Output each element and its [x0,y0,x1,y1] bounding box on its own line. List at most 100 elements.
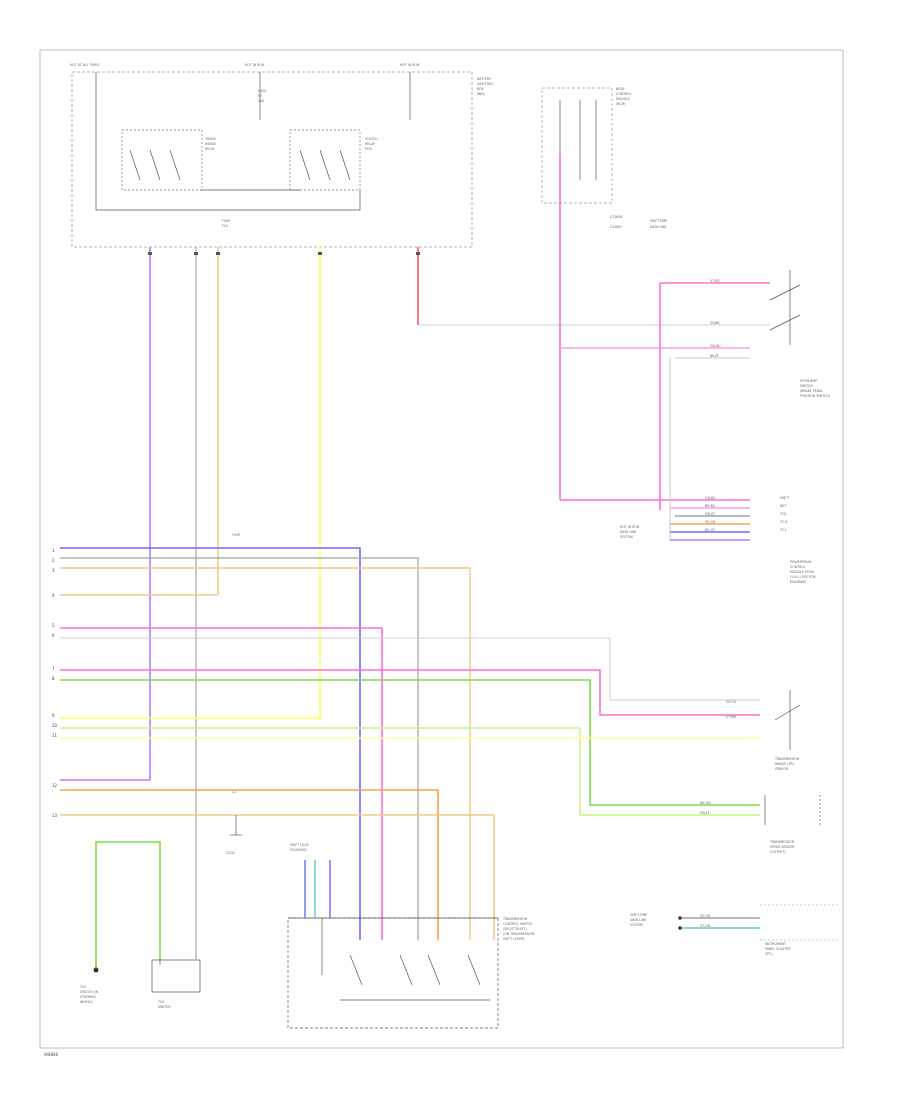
svg-text:JUNCTION: JUNCTION [476,82,493,86]
svg-text:TC L: TC L [779,528,787,532]
ipc-left-label: SHIFT-TIME DATA LINK SYSTEM [630,913,647,927]
ipc-wires [678,904,840,941]
svg-text:MODULE (PCM): MODULE (PCM) [790,570,814,574]
stoplamp-wire-labels: VT-RD GY-BN GN-BU BK-YE [710,279,721,358]
svg-text:(BCM): (BCM) [616,102,626,106]
svg-text:SYSTEM: SYSTEM [630,923,643,927]
svg-text:RELAY: RELAY [365,142,375,146]
svg-text:CONTROL SWITCH: CONTROL SWITCH [503,922,533,926]
svg-text:BATTERY: BATTERY [477,77,491,81]
svg-text:C2280B: C2280B [610,215,623,219]
svg-text:DIAGRAM): DIAGRAM) [790,580,806,584]
svg-text:C2280C: C2280C [610,225,623,229]
svg-text:GN-BU: GN-BU [710,344,721,348]
relay-2-label: CLUTCH RELAY PCM [365,137,378,151]
bcm-name: BODY CONTROL MODULE (BCM) [616,87,632,106]
svg-text:SWITCH (IN: SWITCH (IN [80,990,99,994]
trans-range-sensor [774,690,801,750]
svg-text:(BJB): (BJB) [477,92,485,96]
svg-text:SHIFT-TIME: SHIFT-TIME [630,913,647,917]
svg-text:STEERING: STEERING [80,995,97,999]
pcm-pin-labels: SHIFT NET TCIL TC H TC L [779,496,789,532]
svg-text:RELAY: RELAY [205,147,215,151]
svg-text:4: 4 [52,593,55,598]
svg-text:TRANS: TRANS [204,137,216,141]
pcm-wires [665,358,750,541]
svg-text:DATA LINK: DATA LINK [650,225,667,229]
svg-text:YE-GN: YE-GN [705,520,716,524]
svg-text:VT-RD: VT-RD [710,279,720,283]
svg-text:1: 1 [52,548,55,553]
output-shaft-wire-labels: BN-GN GN-YE [700,801,711,815]
svg-text:POWERTRAIN: POWERTRAIN [790,560,812,564]
bcm-internal [559,100,597,180]
svg-text:TC H: TC H [779,520,788,524]
output-shaft-sensor [764,795,821,825]
svg-text:TRANSMISSION: TRANSMISSION [774,757,800,761]
relay-1-label: TRANS RANGE RELAY [204,137,216,151]
selector-module [287,917,499,1029]
svg-text:SWITCH: SWITCH [800,384,813,388]
svg-text:(BRAKE PEDAL: (BRAKE PEDAL [800,389,823,393]
svg-text:GY-OG: GY-OG [726,700,737,704]
svg-text:TRANSMISSION: TRANSMISSION [502,917,528,921]
svg-text:(SELECTSHIFT): (SELECTSHIFT) [503,927,527,931]
svg-text:PCM: PCM [365,147,372,151]
svg-text:F10: F10 [222,224,228,228]
fuse-2-label: FUSE F10 [222,219,230,228]
svg-text:GN-YE: GN-YE [700,811,710,815]
svg-text:SWITCH: SWITCH [158,1005,171,1009]
ground-g200: G200 [226,815,242,855]
header-hot-in-run-1: HOT IN RUN [245,63,265,67]
ipc-wire-labels: GY-OG VT-GN [700,914,711,928]
svg-text:BU-GY: BU-GY [705,528,715,532]
svg-text:3: 3 [52,568,55,573]
svg-text:13: 13 [52,813,58,818]
svg-text:(OUTPUT): (OUTPUT) [770,850,785,854]
fuse-1-label: FUSE F5 10A [258,89,266,103]
connector-marks-top [148,252,420,255]
svg-text:11: 11 [52,733,58,738]
svg-text:TRANSMISSION: TRANSMISSION [769,840,795,844]
svg-text:TCS: TCS [157,1000,164,1004]
svg-text:INSTRUMENT: INSTRUMENT [765,942,786,946]
bcm-notes: C2280B C2280C SHIFT-TIME DATA LINK [610,215,667,229]
stoplamp-switch-name: STOPLAMP SWITCH (BRAKE PEDAL POSITION SW… [800,379,830,398]
tcs-switch-name: TCS SWITCH [157,1000,171,1009]
svg-text:GY-BN: GY-BN [710,321,720,325]
svg-text:BN-BU: BN-BU [705,504,716,508]
svg-text:GN-VT: GN-VT [705,512,715,516]
ipc-name: INSTRUMENT PANEL CLUSTER (IPC) [765,942,791,956]
svg-text:10A: 10A [258,99,265,103]
svg-text:(IPC): (IPC) [765,952,773,956]
svg-text:STOPLAMP: STOPLAMP [800,379,817,383]
svg-text:CONTROL: CONTROL [790,565,806,569]
svg-text:10: 10 [52,723,58,728]
svg-text:GY-OG: GY-OG [700,914,711,918]
header-hot-in-run-2: HOT IN RUN [400,63,420,67]
left-pin-labels: 1 2 3 4 5 6 7 8 9 10 11 12 13 [52,548,58,818]
svg-text:(ON TRANSMISSION: (ON TRANSMISSION [503,932,535,936]
bus-wires [60,547,760,940]
svg-text:SENSOR: SENSOR [775,767,789,771]
svg-text:DATA LINK: DATA LINK [630,918,647,922]
svg-text:NET: NET [780,504,786,508]
svg-text:8: 8 [52,676,55,681]
svg-text:CONTROL: CONTROL [616,92,632,96]
svg-text:FUSE: FUSE [232,533,240,537]
svg-text:SHIFT LOCK: SHIFT LOCK [290,843,309,847]
bjb-name: BATTERY JUNCTION BOX (BJB) [476,77,493,96]
svg-text:12: 12 [52,783,58,788]
footer-code: W8886 [44,1052,59,1057]
diagram-border [39,49,844,1049]
svg-text:6: 6 [52,633,55,638]
svg-text:FUSE: FUSE [258,89,266,93]
svg-text:TCS: TCS [79,985,86,989]
mid-labels: FUSE C2 [232,533,240,794]
svg-text:SYSTEM: SYSTEM [620,535,633,539]
svg-text:BODY: BODY [616,87,625,91]
svg-text:WHEEL): WHEEL) [80,1000,93,1004]
svg-text:SPEED SENSOR: SPEED SENSOR [770,845,795,849]
battery-junction-box [71,71,473,248]
